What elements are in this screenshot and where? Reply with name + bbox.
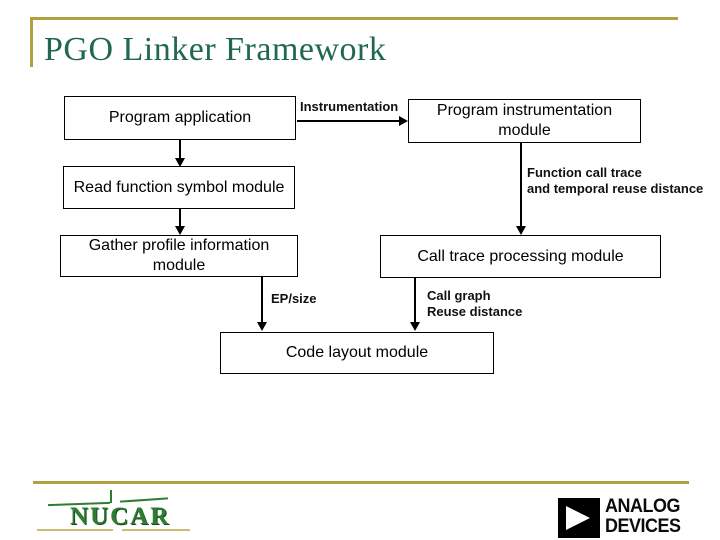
top-left-vertical-rule	[30, 17, 33, 67]
box-call-trace-processing-module: Call trace processing module	[380, 235, 661, 278]
edge-gather-to-layout-line	[261, 277, 263, 323]
arrowhead-down-icon	[175, 226, 185, 235]
edge-instrumentation-line	[297, 120, 399, 122]
edge-instr-to-calltrace-line	[520, 143, 522, 227]
edge-label-ep-size: EP/size	[271, 291, 317, 306]
nucar-logo-text: NUCAR	[70, 503, 171, 530]
bottom-horizontal-rule	[33, 481, 689, 484]
box-program-application: Program application	[64, 96, 296, 140]
edge-calltrace-to-layout-line	[414, 278, 416, 323]
nucar-swoosh-right-icon	[119, 497, 169, 503]
box-gather-profile-information-module: Gather profile information module	[60, 235, 298, 277]
top-horizontal-rule	[30, 17, 678, 20]
box-code-layout-module: Code layout module	[220, 332, 494, 374]
nucar-underline-left	[37, 529, 113, 531]
analog-devices-line1: ANALOG	[605, 495, 680, 517]
edge-app-to-read-line	[179, 140, 181, 159]
edge-label-function-call-trace: Function call trace and temporal reuse d…	[527, 165, 704, 196]
edge-read-to-gather-line	[179, 209, 181, 227]
nucar-underline-right	[122, 529, 190, 531]
analog-devices-line2: DEVICES	[605, 514, 681, 537]
page-title: PGO Linker Framework	[44, 31, 387, 68]
box-program-instrumentation-module: Program instrumentation module	[408, 99, 641, 143]
analog-devices-logo-text: ANALOG DEVICES	[605, 495, 681, 537]
box-read-function-symbol-module: Read function symbol module	[63, 166, 295, 209]
analog-devices-square-icon	[558, 498, 600, 538]
arrowhead-right-icon	[399, 116, 408, 126]
edge-label-call-graph: Call graph Reuse distance	[427, 288, 523, 319]
arrowhead-down-icon	[257, 322, 267, 331]
edge-label-instrumentation: Instrumentation	[300, 99, 399, 114]
arrowhead-down-icon	[410, 322, 420, 331]
nucar-sparkle-icon	[110, 490, 112, 503]
arrowhead-down-icon	[175, 158, 185, 167]
analog-devices-triangle-icon	[566, 506, 590, 530]
arrowhead-down-icon	[516, 226, 526, 235]
